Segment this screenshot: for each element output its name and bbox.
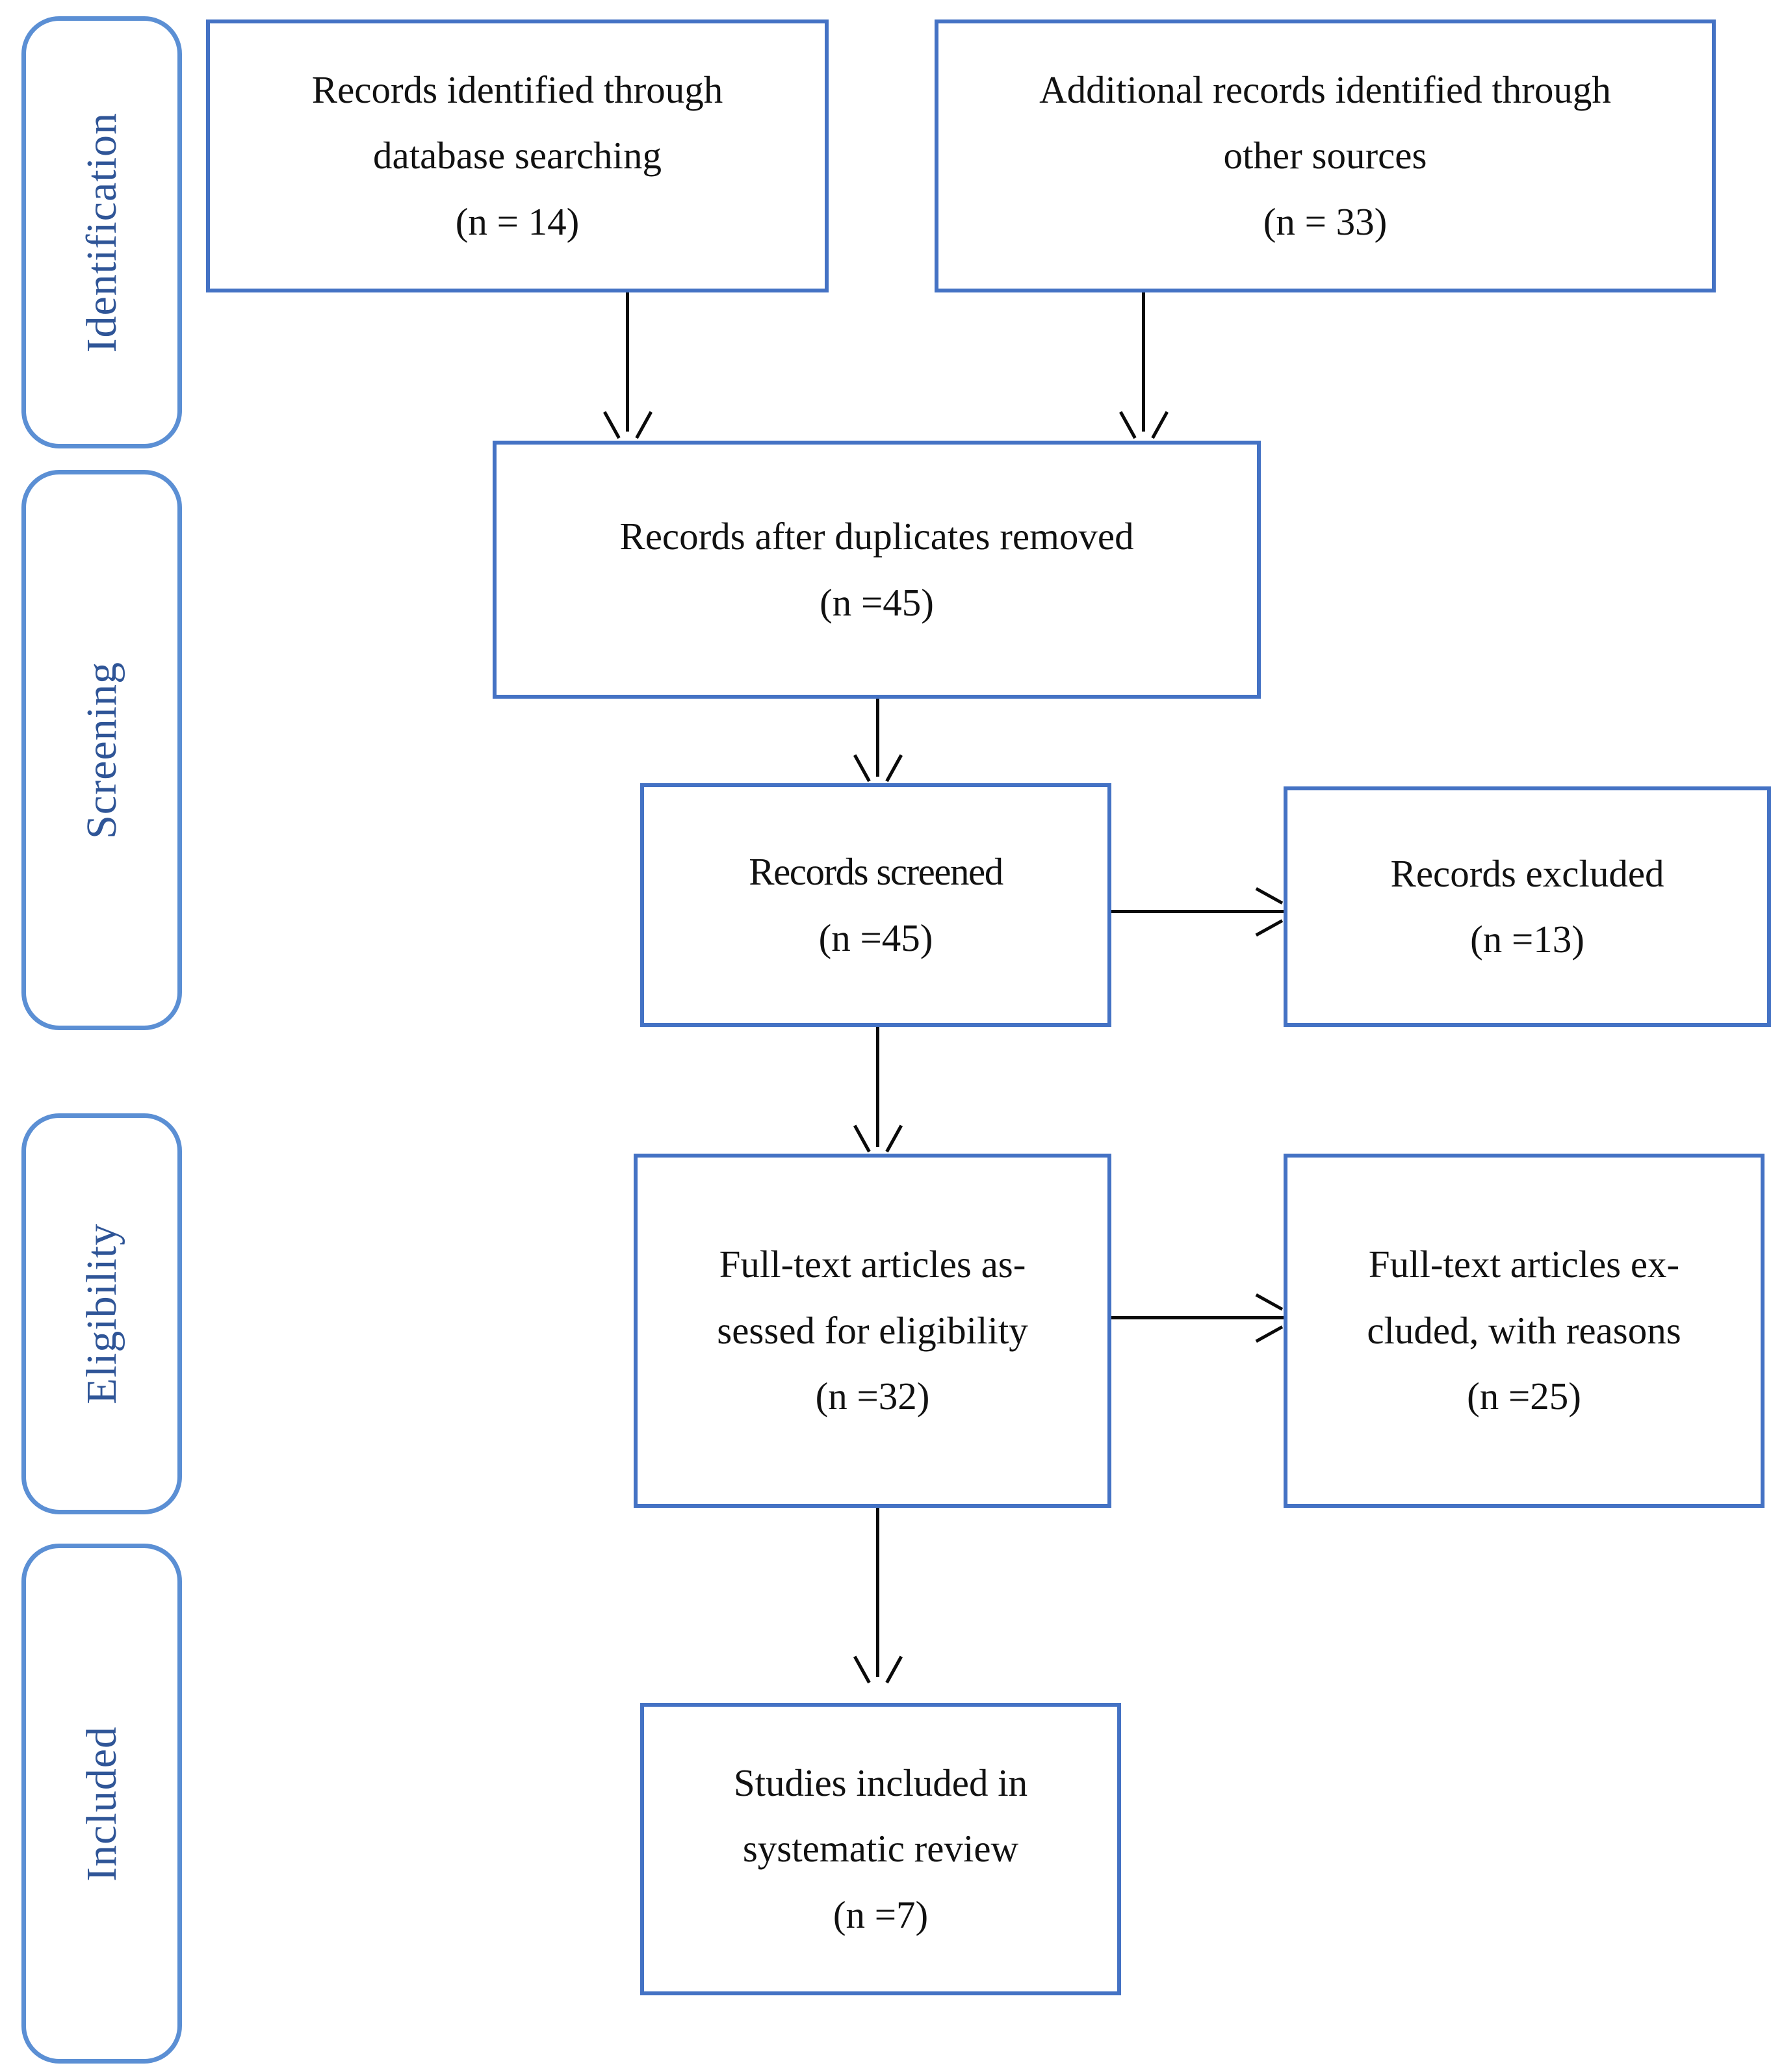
box-records-identified-database: Records identified through database sear… — [206, 19, 829, 292]
box-line: other sources — [1223, 134, 1427, 177]
connector-db-to-duplicates — [626, 292, 629, 432]
box-additional-records-other-sources: Additional records identified through ot… — [935, 19, 1716, 292]
box-count: (n =13) — [1470, 918, 1584, 961]
connector-screened-to-excluded — [1111, 910, 1284, 913]
arrowhead-screened-to-fulltext — [860, 1117, 896, 1153]
box-line: Records identified through — [311, 68, 723, 111]
box-count: (n =25) — [1467, 1375, 1581, 1418]
box-count: (n = 14) — [455, 200, 580, 243]
box-count: (n =45) — [818, 916, 933, 959]
connector-screened-to-fulltext — [876, 1027, 879, 1147]
box-records-after-duplicates-removed: Records after duplicates removed (n =45) — [493, 441, 1261, 699]
arrowhead-other-to-duplicates — [1126, 403, 1162, 439]
stage-panel-included: Included — [21, 1544, 182, 2064]
connector-fulltext-to-excluded — [1111, 1316, 1284, 1319]
box-studies-included: Studies included in systematic review (n… — [640, 1703, 1121, 1995]
arrowhead-screened-to-excluded — [1247, 894, 1284, 930]
box-line: Records excluded — [1390, 851, 1664, 895]
connector-other-to-duplicates — [1142, 292, 1145, 432]
stage-panel-identification: Identification — [21, 16, 182, 448]
box-count: (n =32) — [815, 1375, 930, 1418]
box-fulltext-articles-excluded: Full-text articles ex- cluded, with reas… — [1284, 1154, 1765, 1508]
box-line: cluded, with reasons — [1367, 1308, 1681, 1352]
arrowhead-db-to-duplicates — [610, 403, 646, 439]
box-line: Full-text articles as- — [719, 1243, 1026, 1286]
box-line: Records after duplicates removed — [619, 515, 1134, 558]
box-line: Additional records identified through — [1039, 68, 1611, 111]
stage-panel-screening: Screening — [21, 470, 182, 1030]
box-line: Full-text articles ex- — [1368, 1243, 1680, 1286]
connector-duplicates-to-screened — [876, 699, 879, 777]
arrowhead-fulltext-to-included — [860, 1648, 896, 1684]
stage-label-eligibility: Eligibility — [77, 1223, 125, 1405]
box-records-screened: Records screened (n =45) — [640, 783, 1111, 1027]
box-fulltext-articles-assessed: Full-text articles as- sessed for eligib… — [634, 1154, 1111, 1508]
box-records-excluded: Records excluded (n =13) — [1284, 786, 1771, 1027]
box-count: (n =45) — [820, 580, 934, 624]
box-line: Records screened — [749, 850, 1003, 894]
stage-label-identification: Identification — [77, 112, 125, 353]
box-line: Studies included in — [733, 1761, 1028, 1804]
box-line: database searching — [373, 134, 662, 177]
box-count: (n = 33) — [1263, 200, 1388, 243]
box-count: (n =7) — [833, 1893, 929, 1936]
box-line: systematic review — [742, 1827, 1019, 1871]
arrowhead-fulltext-to-excluded — [1247, 1300, 1284, 1336]
arrowhead-duplicates-to-screened — [860, 746, 896, 783]
stage-panel-eligibility: Eligibility — [21, 1113, 182, 1514]
box-line: sessed for eligibility — [717, 1308, 1028, 1352]
stage-label-included: Included — [77, 1726, 125, 1882]
connector-fulltext-to-included — [876, 1508, 879, 1677]
stage-label-screening: Screening — [77, 661, 125, 839]
